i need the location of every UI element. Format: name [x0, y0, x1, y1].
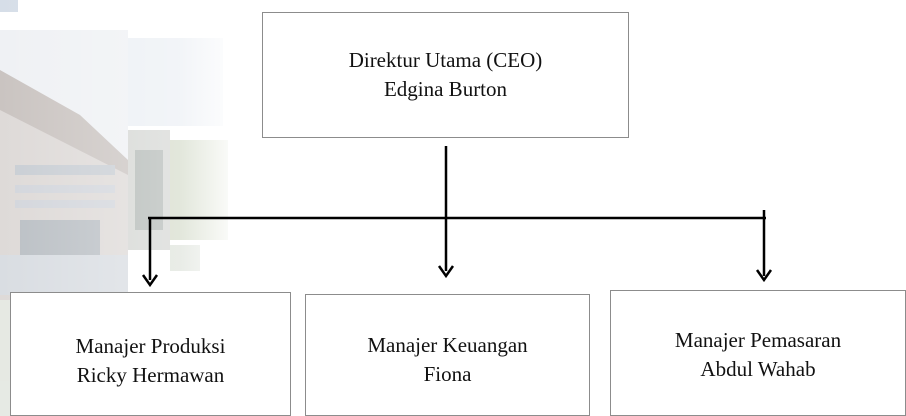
- arrowhead-pemasaran: [755, 269, 773, 283]
- ceo-node: Direktur Utama (CEO) Edgina Burton: [262, 12, 629, 138]
- manager-node-pemasaran: Manajer Pemasaran Abdul Wahab: [610, 290, 906, 416]
- manager-node-keuangan: Manajer Keuangan Fiona: [305, 294, 590, 416]
- manager-title-pemasaran: Manajer Pemasaran: [674, 328, 842, 352]
- manager-name-pemasaran: Abdul Wahab: [700, 357, 816, 381]
- manager-title-produksi: Manajer Produksi: [75, 334, 226, 358]
- manager-name-produksi: Ricky Hermawan: [76, 363, 225, 387]
- manager-node-produksi: Manajer Produksi Ricky Hermawan: [10, 292, 291, 416]
- arrowhead-produksi: [141, 274, 159, 288]
- manager-title-keuangan: Manajer Keuangan: [367, 333, 528, 357]
- arrowhead-keuangan: [437, 265, 455, 279]
- ceo-title: Direktur Utama (CEO): [348, 48, 543, 72]
- manager-name-keuangan: Fiona: [423, 362, 472, 386]
- ceo-name: Edgina Burton: [383, 77, 508, 101]
